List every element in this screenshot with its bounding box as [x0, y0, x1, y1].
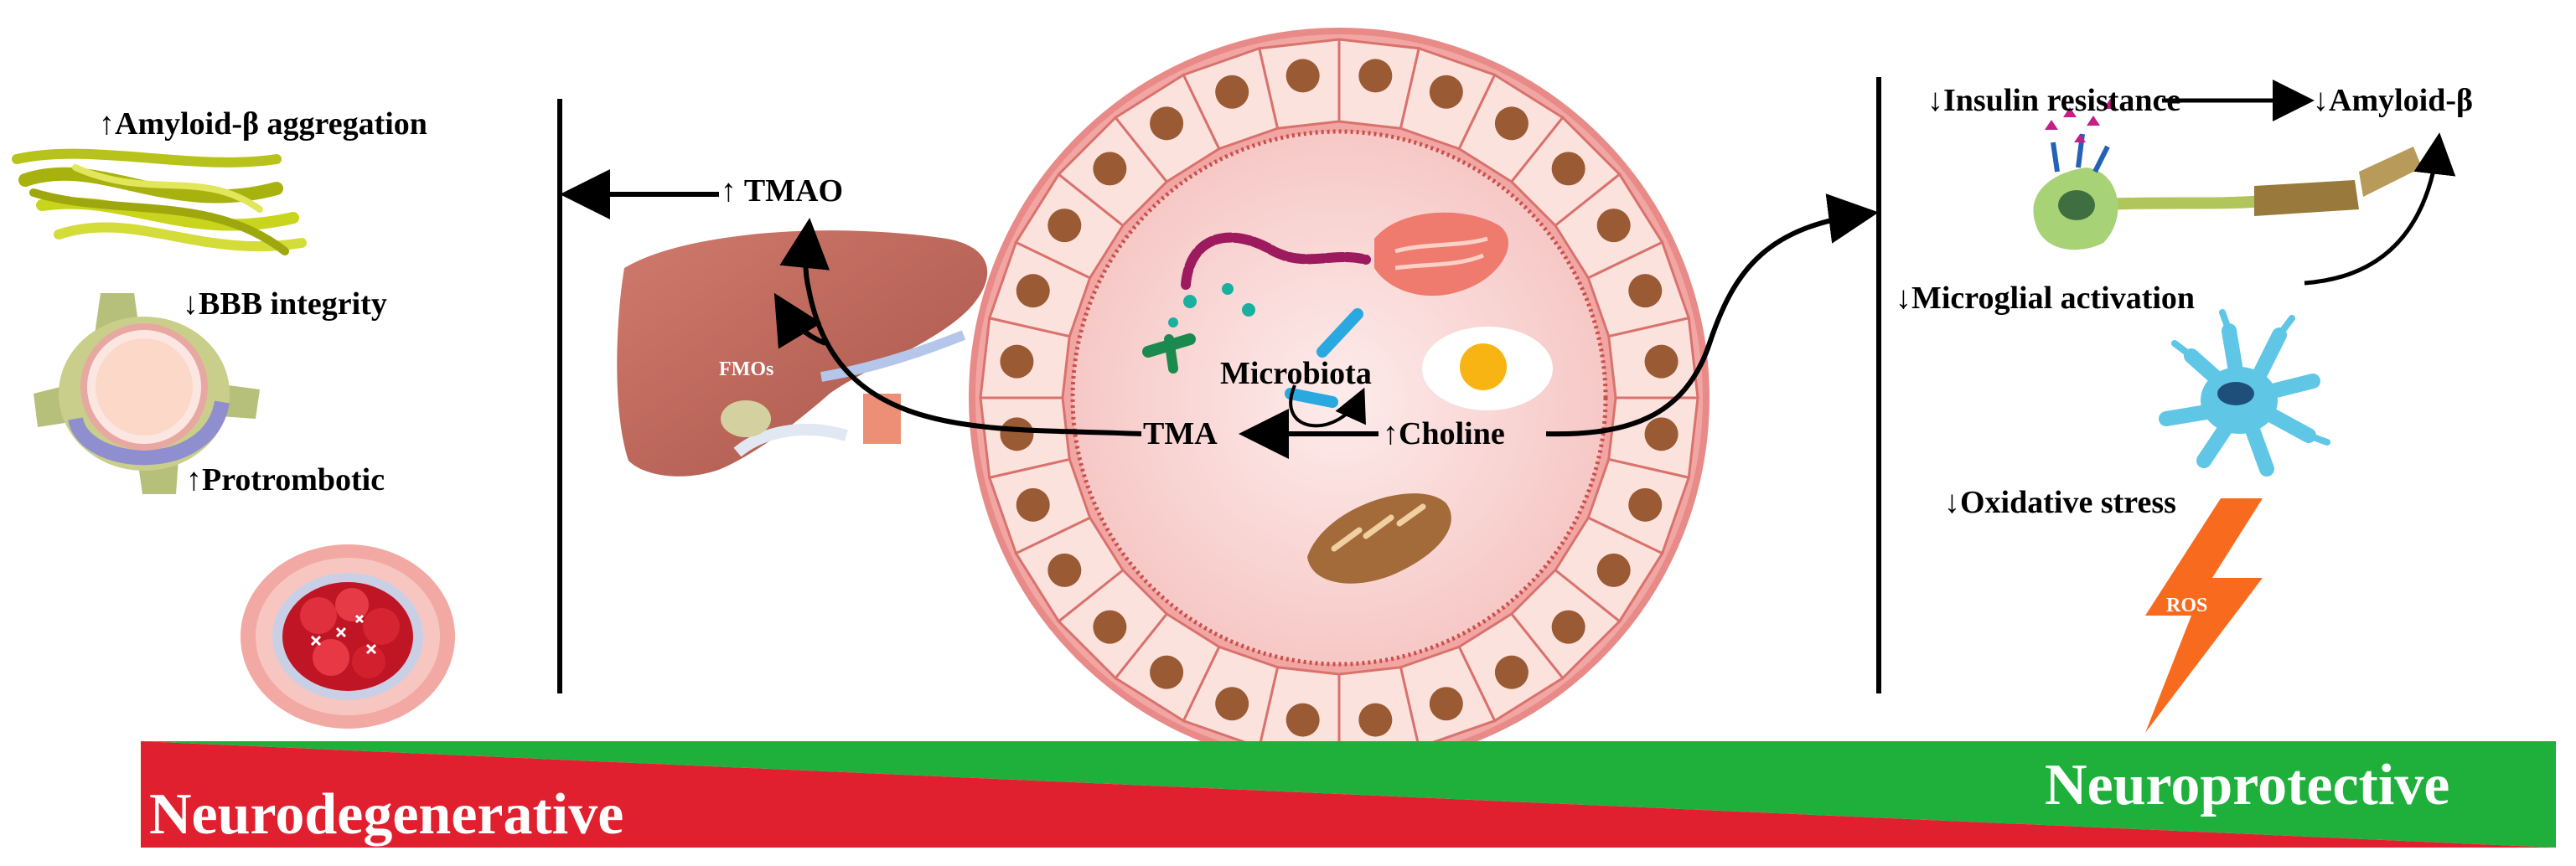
neuroprotective-label: Neuroprotective	[2045, 753, 2449, 817]
cell-nucleus	[1016, 487, 1050, 522]
cell-nucleus	[1429, 687, 1463, 721]
fried-egg-icon	[1422, 327, 1553, 410]
cell-nucleus	[1494, 106, 1529, 141]
right-pathway-arrows	[2162, 80, 2456, 286]
cell-nucleus	[1358, 59, 1393, 93]
cell-nucleus	[1429, 75, 1463, 109]
cell-nucleus	[1551, 610, 1585, 644]
thrombus-vessel-icon	[241, 544, 455, 729]
microglia-nucleus-icon	[2217, 382, 2254, 405]
cell-nucleus	[1285, 59, 1320, 93]
insulin-resistance-label: ↓Insulin resistance	[1927, 83, 2180, 118]
microglia-icon	[2159, 309, 2330, 477]
bbb-cell-icon	[34, 293, 260, 494]
neuron-icon	[2033, 99, 2422, 250]
pathway-arrows	[560, 169, 1879, 459]
choline-label: ↑Choline	[1383, 416, 1505, 451]
cell-nucleus	[1016, 274, 1050, 308]
cell-nucleus	[1358, 703, 1393, 737]
cell-nucleus	[1047, 553, 1082, 587]
cell-nucleus	[1551, 152, 1585, 186]
cell-nucleus	[1093, 610, 1127, 644]
fmos-label: FMOs	[719, 358, 773, 380]
cell-nucleus	[1596, 209, 1631, 243]
cell-nucleus	[1596, 553, 1631, 587]
ros-lightning-icon	[2145, 498, 2263, 733]
bread-icon	[1307, 493, 1451, 584]
tmao-label: ↑ TMAO	[721, 173, 843, 209]
cell-nucleus	[1000, 344, 1034, 379]
cell-nucleus	[1494, 655, 1529, 689]
cell-nucleus	[1628, 274, 1663, 308]
bbb-integrity-label: ↓BBB integrity	[183, 286, 387, 322]
cell-nucleus	[1150, 655, 1184, 689]
amyloid-fibrils-icon	[12, 148, 307, 255]
gut-cross-section	[969, 28, 1710, 768]
liver-icon	[617, 230, 988, 477]
protrombotic-label: ↑Protrombotic	[186, 462, 385, 497]
cell-nucleus	[1215, 75, 1249, 109]
cell-nucleus	[1644, 344, 1679, 379]
salmon-icon	[1374, 212, 1509, 296]
oxidative-stress-label: ↓Oxidative stress	[1944, 485, 2176, 520]
tma-label: TMA	[1143, 416, 1218, 451]
cell-nucleus	[1093, 152, 1127, 186]
microbiota-label: Microbiota	[1220, 356, 1372, 391]
cell-nucleus	[1644, 417, 1679, 451]
amyloid-beta-label: ↓Amyloid-β	[2313, 83, 2473, 118]
cell-nucleus	[1000, 417, 1034, 451]
epithelial-cells	[979, 38, 1699, 758]
cell-nucleus	[1215, 687, 1249, 721]
cell-nucleus	[1150, 106, 1184, 141]
ros-label: ROS	[2166, 595, 2207, 616]
cell-nucleus	[1628, 487, 1663, 522]
cell-nucleus	[1285, 703, 1320, 737]
neurodegenerative-band	[141, 741, 2556, 848]
amyloid-aggregation-label: ↑Amyloid-β aggregation	[99, 106, 427, 142]
cell-nucleus	[1047, 209, 1082, 243]
neurodegenerative-label: Neurodegenerative	[149, 782, 623, 847]
microbiota-icon	[1142, 232, 1371, 408]
microglial-activation-label: ↓Microglial activation	[1896, 281, 2195, 316]
